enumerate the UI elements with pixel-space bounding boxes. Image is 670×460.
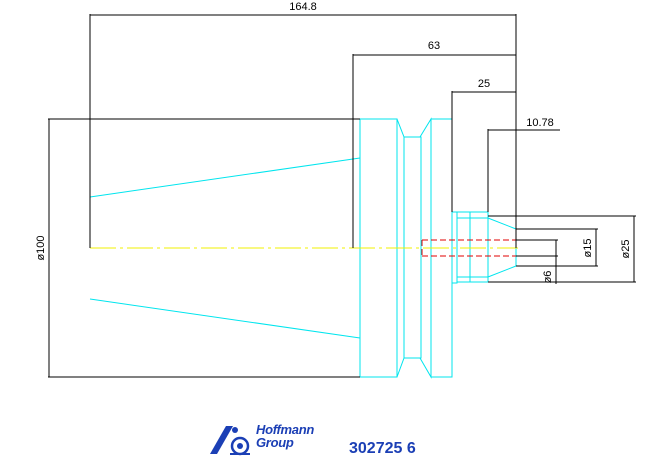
part-number: 302725 6 [349,440,416,457]
logo-line-1: Hoffmann [256,422,315,437]
logo-line-2: Group [256,435,294,450]
bore-hidden-lines [421,239,516,257]
dim-text-overall-length: 164.8 [289,1,317,13]
hoffmann-logo-icon [210,426,250,456]
pilot-chamfer-upper [457,217,517,230]
dim-text-dia100: ø100 [35,235,47,260]
neck [452,211,458,284]
dim-text-dia15: ø15 [582,239,594,258]
taper-upper-edge [89,157,361,198]
dim-text-63: 63 [428,40,440,52]
dim-text-10-78: 10.78 [526,117,554,129]
dimension-lines [48,14,636,378]
dim-text-dia25: ø25 [620,240,632,259]
dim-text-dia6: ø6 [542,271,554,284]
taper-lower-edge [89,298,361,339]
pilot-chamfer-lower [457,265,517,278]
dim-text-25: 25 [478,78,490,90]
hoffmann-group-logo: Hoffmann Group [206,420,321,458]
pilot-body [457,211,489,283]
